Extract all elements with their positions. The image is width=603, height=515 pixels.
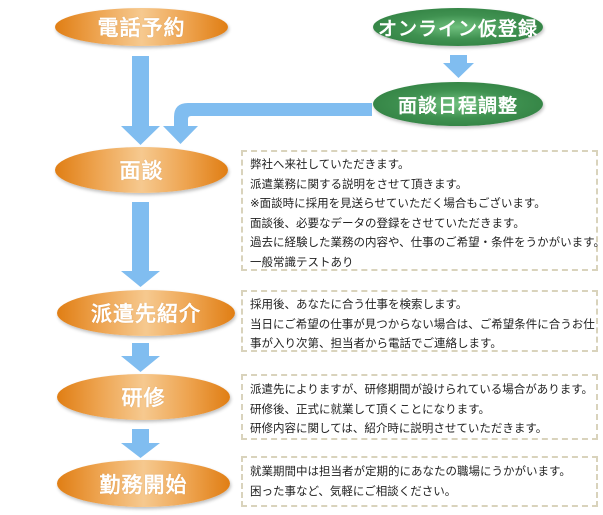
arrow-down-icon xyxy=(121,202,160,287)
arrow-down-icon xyxy=(443,55,474,78)
description-line: 過去に経験した業務の内容や、仕事のご希望・条件をうかがいます。 xyxy=(250,235,603,249)
step-training: 研修 xyxy=(57,374,230,420)
training-description-box: 派遣先によりますが、研修期間が設けられている場合があります。 研修後、正式に就業… xyxy=(241,374,598,440)
step-label: 派遣先紹介 xyxy=(91,302,201,326)
step-label: 面談 xyxy=(119,159,164,183)
arrow-down-icon xyxy=(121,429,160,458)
description-line: 困った事など、気軽にご相談ください。 xyxy=(250,483,457,498)
step-label: 面談日程調整 xyxy=(397,94,518,117)
description-line: 研修後、正式に就業して頂くことになります。 xyxy=(250,401,491,416)
step-online-registration: オンライン仮登録 xyxy=(373,8,543,46)
description-line: 就業期間中は担当者が定期的にあなたの職場にうかがいます。 xyxy=(250,464,571,478)
placement-description-box: 採用後、あなたに合う仕事を検索します。 当日にご希望の仕事が見つからない場合は、… xyxy=(241,290,598,352)
work-start-description-box: 就業期間中は担当者が定期的にあなたの職場にうかがいます。 困った事など、気軽にご… xyxy=(241,456,598,507)
arrow-bend-left-down-icon xyxy=(163,103,372,144)
description-line: 研修内容に関しては、紹介時に説明させていただきます。 xyxy=(250,421,548,435)
arrow-down-icon xyxy=(121,56,160,145)
step-label: オンライン仮登録 xyxy=(377,17,538,40)
description-line: 派遣先によりますが、研修期間が設けられている場合があります。 xyxy=(250,382,594,396)
description-line: 派遣業務に関する説明をさせて頂きます。 xyxy=(250,176,468,191)
step-work-start: 勤務開始 xyxy=(57,460,230,507)
step-label: 研修 xyxy=(121,386,166,410)
description-line: 一般常識テストあり xyxy=(250,254,354,269)
step-phone-reservation: 電話予約 xyxy=(55,8,228,46)
step-placement: 派遣先紹介 xyxy=(57,290,235,336)
step-interview-scheduling: 面談日程調整 xyxy=(373,82,543,126)
description-line: 当日にご希望の仕事が見つからない場合は、ご希望条件に合うお仕 xyxy=(250,316,595,331)
step-label: 電話予約 xyxy=(97,16,186,40)
description-line: 弊社へ来社していただきます。 xyxy=(250,157,410,171)
arrow-down-icon xyxy=(121,343,160,372)
description-line: 採用後、あなたに合う仕事を検索します。 xyxy=(250,297,468,311)
step-interview: 面談 xyxy=(55,147,228,193)
description-line: 事が入り次第、担当者から電話でご連絡します。 xyxy=(250,336,502,350)
interview-description-box: 弊社へ来社していただきます。 派遣業務に関する説明をさせて頂きます。 ※面談時に… xyxy=(241,150,603,271)
description-line: ※面談時に採用を見送らせていただく場合もございます。 xyxy=(250,196,546,210)
step-label: 勤務開始 xyxy=(99,472,188,497)
description-line: 面談後、必要なデータの登録をさせていただきます。 xyxy=(250,215,525,230)
